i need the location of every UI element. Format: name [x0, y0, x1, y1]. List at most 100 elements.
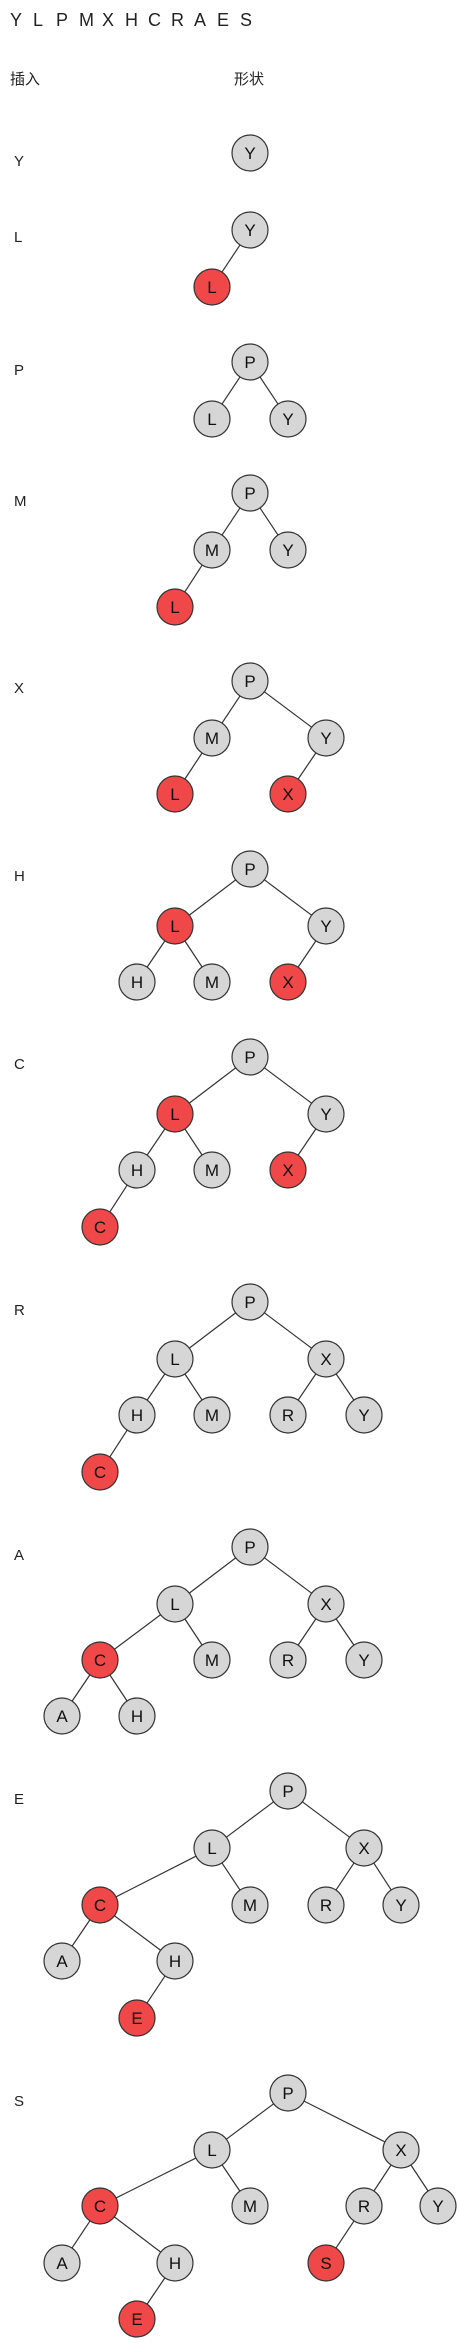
node-key: P — [244, 672, 255, 691]
black-node — [193, 1641, 231, 1679]
step-insert-label: X — [14, 680, 25, 697]
sequence-item: C — [148, 10, 161, 30]
tree-edge — [297, 940, 317, 968]
tree-edge — [115, 1855, 197, 1898]
sequence-item: M — [79, 10, 94, 30]
node-key: L — [207, 410, 216, 429]
node-key: P — [282, 2084, 293, 2103]
node-key: E — [131, 2310, 142, 2329]
step-insert-label: E — [14, 1791, 25, 1808]
black-node — [231, 850, 269, 888]
red-node — [269, 1151, 307, 1189]
red-node — [193, 268, 231, 306]
red-node — [307, 2244, 345, 2282]
tree-edge — [297, 1373, 317, 1401]
node-key: Y — [395, 1896, 406, 1915]
tree-edge — [297, 1618, 317, 1646]
black-node — [269, 1396, 307, 1434]
tree-edge — [109, 1429, 128, 1458]
black-node — [118, 1151, 156, 1189]
tree-edge — [109, 1674, 128, 1702]
black-node — [231, 1886, 269, 1924]
node-key: R — [320, 1896, 332, 1915]
node-key: Y — [282, 541, 293, 560]
tree-edge — [184, 1128, 203, 1156]
black-node — [156, 2244, 194, 2282]
red-node — [156, 907, 194, 945]
red-node — [81, 1208, 119, 1246]
tree-edge — [335, 1862, 355, 1891]
tree-edge — [221, 244, 241, 273]
sequence-item: Y — [10, 10, 23, 30]
black-node — [307, 1585, 345, 1623]
tree-edge — [188, 1067, 237, 1104]
node-key: E — [131, 2009, 142, 2028]
black-node — [269, 2074, 307, 2112]
node-key: A — [56, 1707, 68, 1726]
node-key: R — [282, 1406, 294, 1425]
node-key: Y — [282, 410, 293, 429]
node-key: L — [170, 917, 179, 936]
black-node — [307, 907, 345, 945]
node-key: X — [282, 785, 293, 804]
tree-edge — [264, 879, 312, 916]
node-key: S — [320, 2254, 331, 2273]
node-key: L — [207, 1839, 216, 1858]
node-key: H — [131, 1161, 143, 1180]
tree-edge — [264, 1557, 312, 1594]
node-key: C — [94, 2197, 106, 2216]
black-node — [193, 719, 231, 757]
red-node — [81, 1886, 119, 1924]
node-key: M — [205, 1161, 219, 1180]
black-node — [269, 1772, 307, 1810]
tree-edge — [259, 507, 279, 536]
tree-step: Y — [231, 134, 269, 172]
node-key: Y — [358, 1651, 369, 1670]
tree-edge — [188, 879, 237, 916]
tree-edge — [146, 1975, 166, 2004]
node-key: Y — [244, 221, 255, 240]
black-node — [307, 1340, 345, 1378]
node-key: X — [358, 1839, 369, 1858]
step-insert-label: C — [14, 1056, 25, 1073]
tree-edge — [115, 2157, 197, 2199]
black-node — [231, 1528, 269, 1566]
node-key: C — [94, 1463, 106, 1482]
tree-edge — [146, 2277, 166, 2305]
step-insert-label: A — [14, 1547, 25, 1564]
sequence-item: S — [240, 10, 253, 30]
node-key: P — [244, 1293, 255, 1312]
node-key: P — [244, 1048, 255, 1067]
tree-edge — [184, 1618, 203, 1646]
node-key: P — [244, 860, 255, 879]
tree-edge — [184, 940, 203, 968]
node-key: L — [207, 2141, 216, 2160]
node-key: A — [56, 2254, 68, 2273]
black-node — [382, 1886, 420, 1924]
tree-edge — [188, 1312, 237, 1349]
node-key: M — [243, 1896, 257, 1915]
tree-edge — [146, 1373, 166, 1401]
node-key: Y — [432, 2197, 443, 2216]
black-node — [193, 400, 231, 438]
node-key: H — [131, 1707, 143, 1726]
red-node — [269, 963, 307, 1001]
step-insert-label: Y — [14, 153, 25, 170]
black-node — [345, 1641, 383, 1679]
tree-edge — [71, 1674, 91, 1702]
node-key: Y — [320, 917, 331, 936]
header-insert: 插入 — [10, 71, 41, 88]
step-insert-label: P — [14, 362, 25, 379]
tree-edge — [114, 1614, 161, 1650]
red-node — [156, 588, 194, 626]
node-key: L — [170, 1595, 179, 1614]
tree-edge — [303, 2100, 386, 2143]
node-key: L — [170, 785, 179, 804]
sequence-item: X — [102, 10, 115, 30]
sequence-item: L — [33, 10, 44, 30]
black-node — [345, 1829, 383, 1867]
node-key: H — [169, 1952, 181, 1971]
